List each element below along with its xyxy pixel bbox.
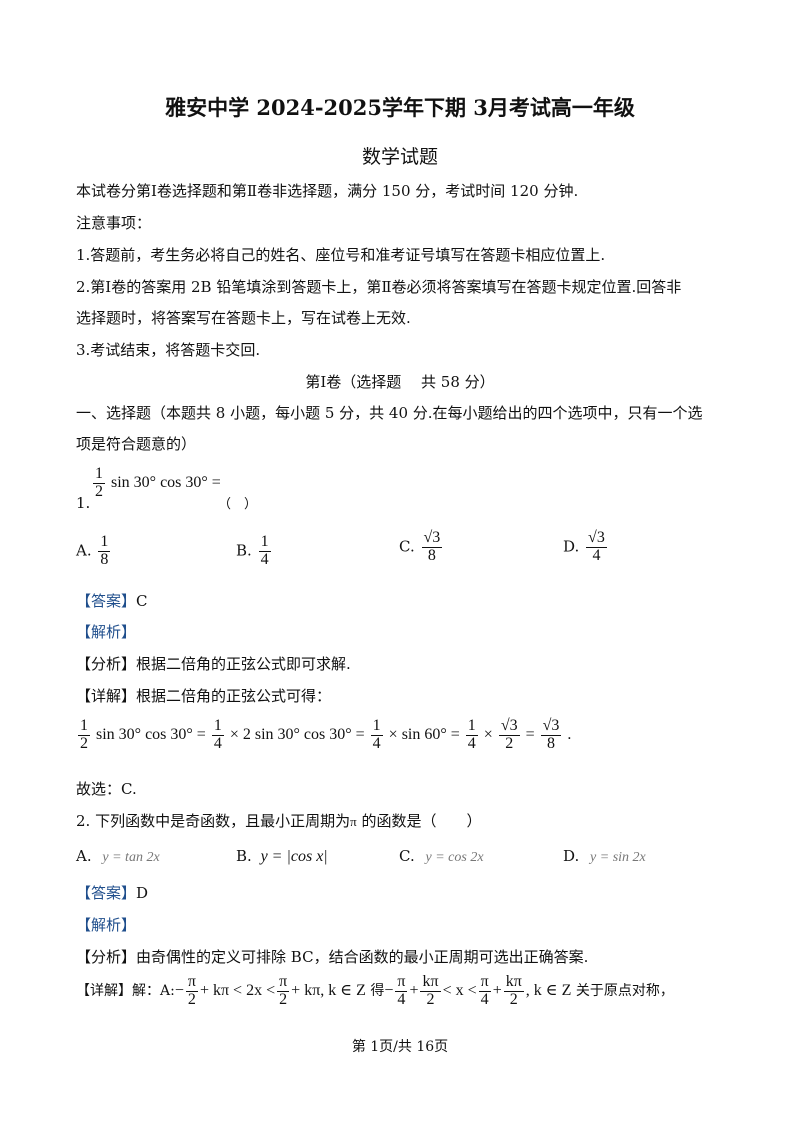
part-instructions-b: 项是符合题意的） [76, 435, 197, 453]
xiangjie-text: 解：A: [132, 982, 175, 999]
notice-item-2b: 选择题时，将答案写在答题卡上，写在试卷上无效. [76, 309, 411, 327]
xiangjie-tag: 【详解】 [76, 982, 132, 999]
notice-item-1: 1.答题前，考生务必将自己的姓名、座位号和准考证号填写在答题卡相应位置上. [76, 246, 606, 264]
stem-part: 的函数是（ ） [361, 812, 482, 830]
intro-line: 本试卷分第Ⅰ卷选择题和第Ⅱ卷非选择题，满分 150 分，考试时间 120 分钟. [76, 182, 579, 200]
answer-value: D [136, 884, 149, 902]
xiangjie-tag: 【详解】 [76, 687, 137, 705]
q1-number: 1. [76, 494, 91, 512]
answer-tag: 【答案】 [76, 884, 137, 902]
notice-item-2a: 2.第Ⅰ卷的答案用 2B 铅笔填涂到答题卡上，第Ⅱ卷必须将答案填写在答题卡规定位… [76, 278, 682, 296]
xiangjie-text: 根据二倍角的正弦公式可得： [136, 687, 332, 705]
stem-pi: π [350, 814, 357, 829]
notice-heading: 注意事项： [76, 214, 152, 232]
q2-fenxi: 【分析】由奇偶性的定义可排除 BC，结合函数的最小正周期可选出正确答案. [76, 946, 588, 967]
option-label: B. [236, 847, 252, 865]
stem-part: 2. 下列函数中是奇函数，且最小正周期为 [76, 812, 351, 830]
option-label: C. [399, 847, 415, 865]
q1-frac-half: 解：A:12 [93, 465, 105, 500]
option-text: y = tan 2x [102, 850, 160, 865]
option-label: D. [563, 537, 580, 556]
sol-part: × sin 60° = [388, 725, 460, 743]
page-footer: 第 1页/共 16页 [351, 1039, 449, 1055]
option-text: y = sin 2x [590, 850, 646, 865]
q1-analysis-tag: 【解析】 [76, 623, 137, 641]
q2-answer: 【答案】D [76, 882, 148, 903]
section-heading: 第Ⅰ卷（选择题 共 58 分） [305, 373, 495, 391]
q1-answer: 【答案】C [76, 590, 148, 611]
answer-tag: 【答案】 [76, 592, 137, 610]
fenxi-text: 由奇偶性的定义可排除 BC，结合函数的最小正周期可选出正确答案. [136, 948, 589, 966]
q2-stem: 2. 下列函数中是奇函数，且最小正周期为π 的函数是（ ） [76, 810, 481, 831]
option-label: C. [399, 537, 415, 556]
option-text: y = |cos x| [260, 848, 328, 865]
fenxi-tag: 【分析】 [76, 655, 137, 673]
q2-option-c[interactable]: C. y = cos 2x [399, 847, 484, 866]
fenxi-tag: 【分析】 [76, 948, 137, 966]
q2-de: 得 [370, 982, 385, 999]
q1-xiangjie: 【详解】根据二倍角的正弦公式可得： [76, 685, 331, 706]
option-label: B. [236, 541, 252, 560]
q2-option-a[interactable]: A. y = tan 2x [76, 847, 160, 866]
page-subtitle: 数学试题 [361, 146, 438, 168]
sol-part: = [525, 725, 535, 743]
q2-option-d[interactable]: D. y = sin 2x [563, 847, 646, 866]
option-label: D. [563, 847, 580, 865]
option-label: A. [76, 847, 92, 865]
notice-item-3: 3.考试结束，将答题卡交回. [76, 341, 261, 359]
q1-conclusion: 故选：C. [76, 780, 137, 798]
sol-part: × [483, 725, 493, 743]
part-instructions-a: 一、选择题（本题共 8 小题，每小题 5 分，共 40 分.在每小题给出的四个选… [76, 404, 703, 422]
sol-part: sin 30° cos 30° = [96, 725, 206, 743]
q2-option-b[interactable]: B. y = |cos x| [236, 847, 328, 866]
q2-analysis-tag: 【解析】 [76, 916, 137, 934]
page-title: 雅安中学 2024-2025学年下期 3月考试高一年级 [165, 95, 635, 120]
q1-expression: sin 30° cos 30° = [111, 473, 221, 491]
sol-part: . [567, 725, 572, 743]
q2-tail: 关于原点对称， [575, 982, 674, 999]
answer-value: C [136, 592, 148, 610]
fenxi-text: 根据二倍角的正弦公式即可求解. [136, 655, 351, 673]
q1-blank: （ ） [218, 497, 258, 512]
option-label: A. [76, 541, 92, 560]
q1-fenxi: 【分析】根据二倍角的正弦公式即可求解. [76, 653, 351, 674]
option-text: y = cos 2x [425, 850, 484, 865]
q1-stem: 解：A:12 sin 30° cos 30° = [91, 465, 221, 501]
sol-part: × 2 sin 30° cos 30° = [229, 725, 365, 743]
